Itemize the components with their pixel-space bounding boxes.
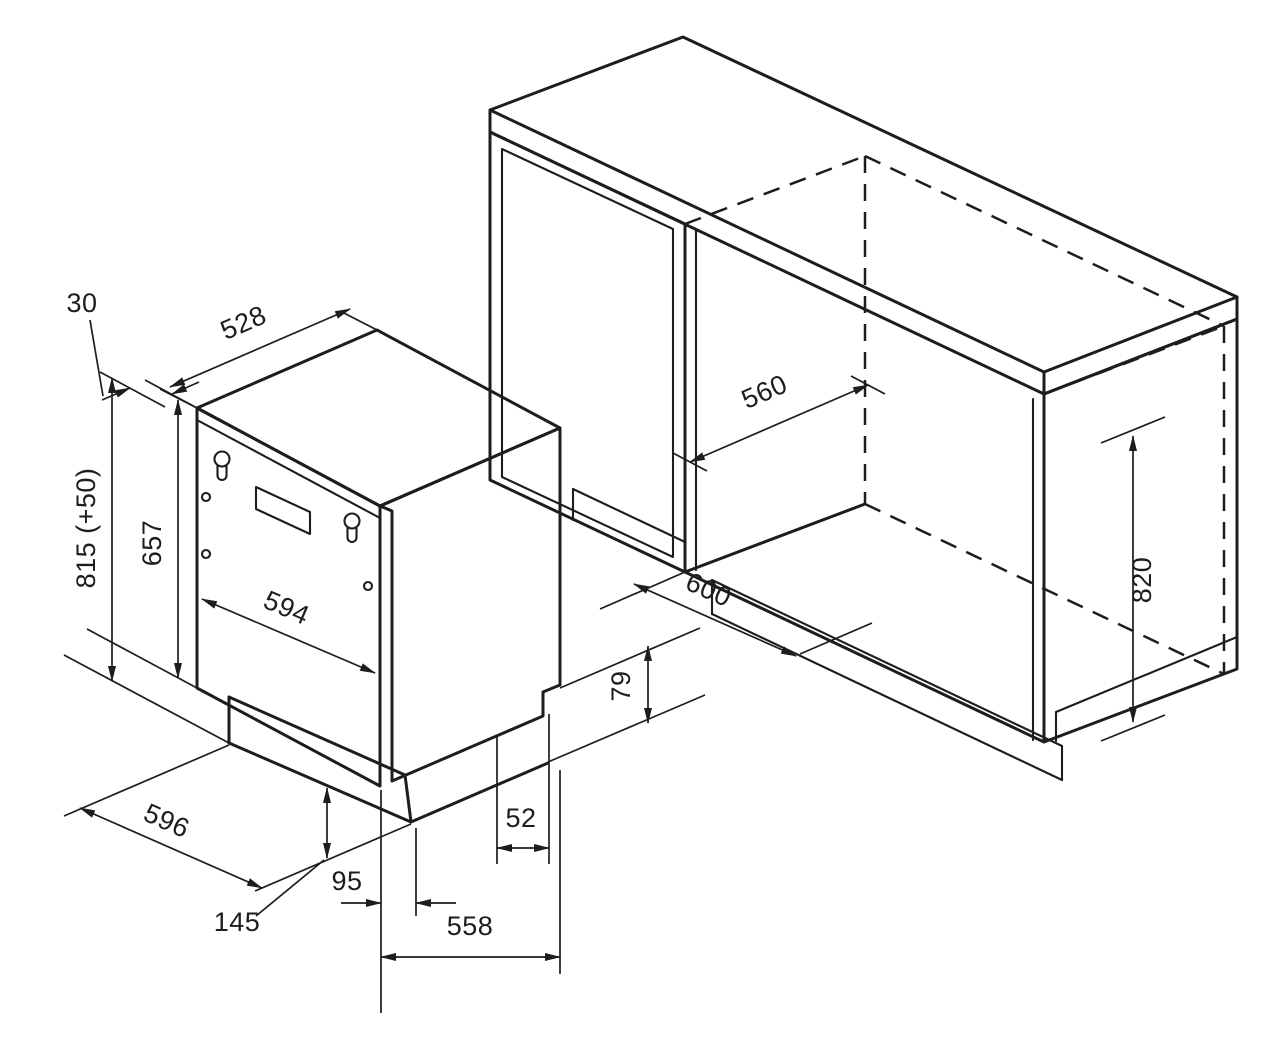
- left-cabinet-front: [488, 130, 687, 574]
- rating-plate: [254, 485, 312, 536]
- dimension-labels: 30 528 815 (+50) 657 594 596 145 95 558 …: [66, 288, 1157, 941]
- screw-hole: [200, 491, 212, 503]
- dishwasher-side-face: [378, 426, 562, 783]
- countertop-top-face: [488, 35, 1239, 374]
- dim-label-820: 820: [1127, 557, 1157, 604]
- dim-label-79: 79: [606, 670, 636, 701]
- dim-label-558: 558: [447, 911, 494, 941]
- niche-hidden-edges: [684, 154, 1226, 676]
- kitchen-cabinet: [488, 35, 1239, 782]
- dim-label-30: 30: [66, 288, 97, 318]
- left-cabinet-door: [500, 147, 675, 559]
- screw-hole: [362, 580, 374, 592]
- dimension-lines: [63, 308, 1166, 1013]
- dim-label-95: 95: [331, 866, 362, 896]
- dishwasher-front-panel: [195, 406, 382, 788]
- mounting-keyhole-left: [213, 450, 231, 482]
- right-end-panel: [1042, 317, 1239, 744]
- screw-hole: [200, 548, 212, 560]
- dim-label-815: 815 (+50): [71, 468, 101, 589]
- dim-label-594: 594: [259, 585, 314, 631]
- dim-label-52: 52: [505, 803, 536, 833]
- dishwasher: [195, 328, 562, 824]
- mounting-keyhole-right: [343, 512, 361, 544]
- dim-label-528: 528: [216, 300, 271, 346]
- dim-label-560: 560: [737, 369, 792, 415]
- dim-label-145: 145: [214, 907, 261, 937]
- dim-label-600: 600: [681, 567, 736, 613]
- dim-label-657: 657: [137, 520, 167, 567]
